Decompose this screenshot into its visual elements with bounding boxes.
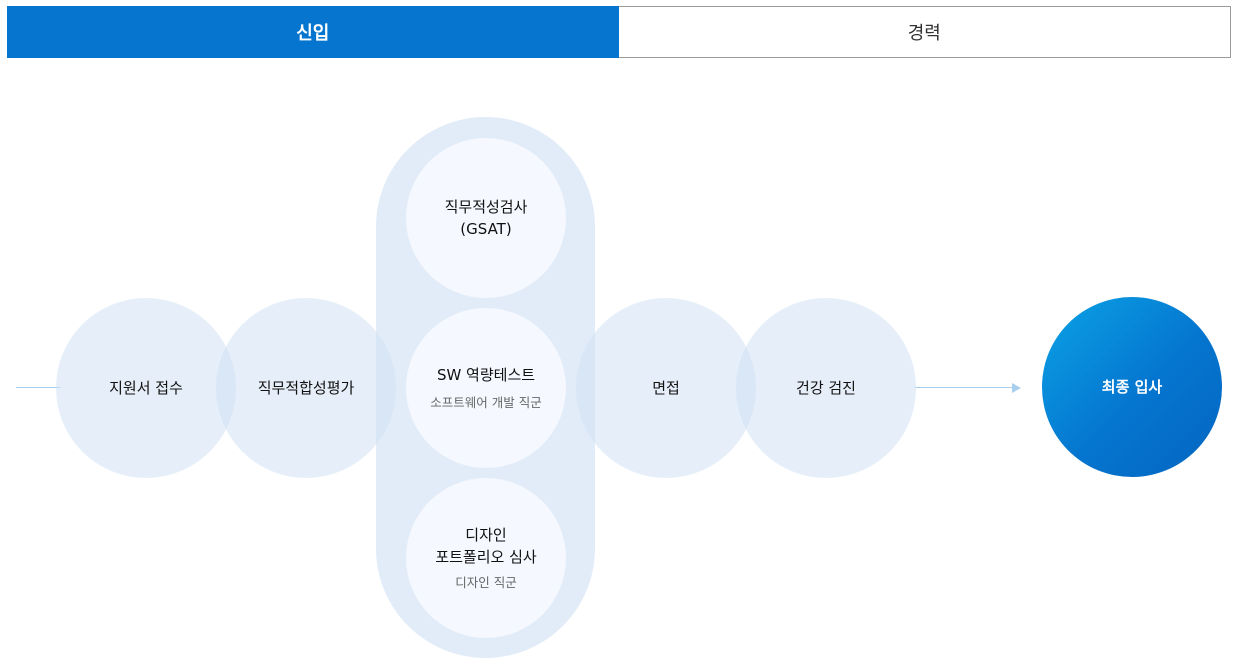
- step-job-fit: 직무적합성평가: [216, 298, 396, 478]
- flow-line-end: [915, 387, 1013, 388]
- step-design-label-line1: 디자인: [465, 526, 507, 544]
- step-gsat-label-line1: 직무적성검사: [444, 198, 528, 216]
- step-design-portfolio: 디자인 포트폴리오 심사 디자인 직군: [406, 478, 566, 638]
- recruit-type-tabs: 신입 경력: [7, 6, 1231, 58]
- step-health-check-label: 건강 검진: [796, 379, 856, 397]
- step-application-label: 지원서 접수: [109, 379, 183, 397]
- step-application: 지원서 접수: [56, 298, 236, 478]
- tab-experienced[interactable]: 경력: [618, 6, 1231, 58]
- step-sw-test-label: SW 역량테스트: [436, 366, 536, 384]
- step-interview: 면접: [576, 298, 756, 478]
- step-gsat-label-line2: (GSAT): [460, 220, 512, 238]
- tab-new-graduate[interactable]: 신입: [7, 6, 619, 58]
- step-sw-test-sublabel: 소프트웨어 개발 직군: [430, 395, 542, 410]
- step-job-fit-label: 직무적합성평가: [257, 379, 355, 397]
- step-interview-label: 면접: [652, 379, 680, 397]
- step-gsat: 직무적성검사 (GSAT): [406, 138, 566, 298]
- step-design-label-line2: 포트폴리오 심사: [435, 548, 537, 566]
- flow-line-start: [16, 387, 60, 388]
- arrow-right-icon: [1012, 383, 1021, 393]
- tab-new-graduate-label: 신입: [296, 23, 330, 44]
- step-final-hire-label: 최종 입사: [1101, 378, 1163, 396]
- step-design-sublabel: 디자인 직군: [455, 575, 517, 590]
- step-health-check: 건강 검진: [736, 298, 916, 478]
- tab-experienced-label: 경력: [907, 23, 941, 44]
- step-sw-test: SW 역량테스트 소프트웨어 개발 직군: [406, 308, 566, 468]
- step-final-hire: 최종 입사: [1042, 297, 1222, 477]
